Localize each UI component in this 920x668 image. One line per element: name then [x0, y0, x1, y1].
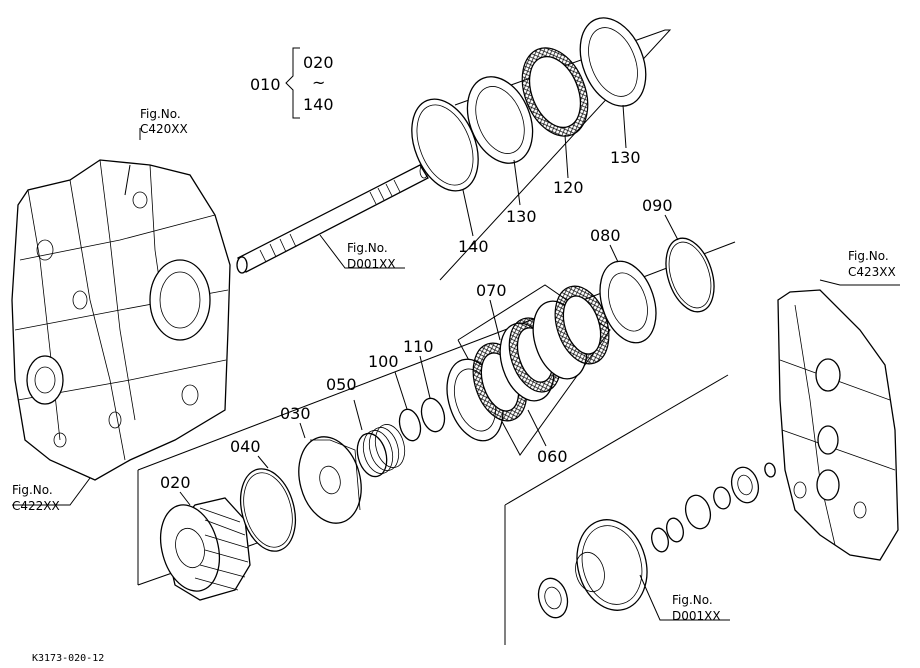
part-number-labels: 020 040 030 050 100 110 070 060 080 090 … [160, 148, 673, 492]
label-090: 090 [642, 196, 673, 215]
label-100: 100 [368, 352, 399, 371]
label-140: 140 [458, 237, 489, 256]
end-plate-080 [599, 260, 657, 344]
transmission-housing-c420 [11, 159, 231, 481]
snap-ring-090 [665, 237, 715, 313]
label-040: 040 [230, 437, 261, 456]
label-130-rear: 130 [610, 148, 641, 167]
label-060: 060 [537, 447, 568, 466]
range-callout: 010 020 ~ 140 [250, 47, 334, 119]
fig-ref-d001-gear-code: D001XX [672, 609, 721, 623]
snap-ring-110 [420, 397, 446, 433]
main-shaft-d001 [236, 163, 429, 274]
gear-assembly-d001 [537, 462, 776, 619]
spring-050 [356, 424, 406, 478]
steel-plate-130-rear [579, 17, 647, 107]
o-ring-040 [239, 468, 297, 552]
label-050: 050 [326, 375, 357, 394]
leader-lines [12, 104, 900, 621]
fig-ref-c423-code: C423XX [848, 265, 896, 279]
range-to: 140 [303, 95, 334, 114]
range-from: 020 [303, 53, 334, 72]
fig-ref-d001-shaft-code: D001XX [347, 257, 396, 271]
label-120: 120 [553, 178, 584, 197]
label-030: 030 [280, 404, 311, 423]
fig-ref-c422-label: Fig.No. [12, 483, 53, 497]
clutch-pack-060-070 [446, 285, 610, 442]
clutch-drum-020 [160, 497, 251, 601]
drawing-caption: K3173-020-12 [32, 653, 104, 664]
fig-ref-d001-gear-label: Fig.No. [672, 593, 713, 607]
transmission-cover-c423 [777, 289, 899, 561]
fig-ref-c422-code: C422XX [12, 499, 60, 513]
fig-ref-c420-code: C420XX [140, 122, 188, 136]
steel-plate-130-front [466, 76, 534, 164]
range-code: 010 [250, 75, 281, 94]
label-080: 080 [590, 226, 621, 245]
fig-ref-c423-label: Fig.No. [848, 249, 889, 263]
piston-030 [298, 436, 362, 524]
fig-ref-c420-label: Fig.No. [140, 107, 181, 121]
washer-100 [398, 408, 422, 442]
label-110: 110 [403, 337, 434, 356]
range-tilde: ~ [312, 73, 325, 92]
label-020: 020 [160, 473, 191, 492]
label-070: 070 [476, 281, 507, 300]
friction-plate-120 [521, 47, 589, 137]
fig-ref-d001-shaft-label: Fig.No. [347, 241, 388, 255]
label-130-front: 130 [506, 207, 537, 226]
figure-references: Fig.No. C420XX Fig.No. C422XX Fig.No. C4… [12, 107, 896, 623]
